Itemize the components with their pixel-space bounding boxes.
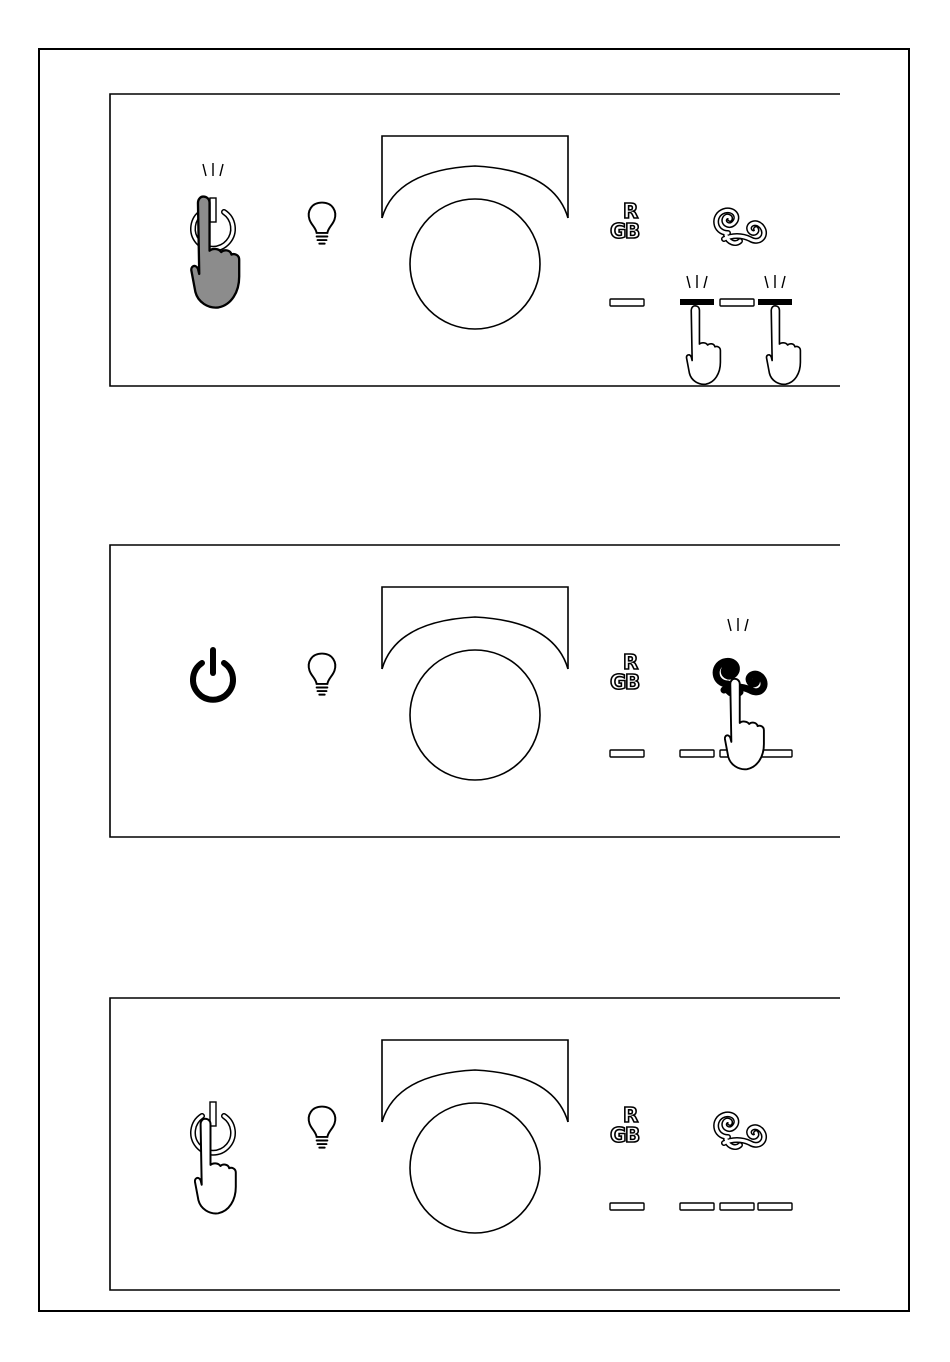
fan-level-bar-1 bbox=[680, 1203, 714, 1210]
knob-dial bbox=[410, 1103, 540, 1233]
power-icon bbox=[193, 650, 233, 700]
rgb-level-bar bbox=[610, 750, 644, 757]
rotary-knob bbox=[382, 587, 568, 780]
bar-3-hand-icon bbox=[767, 306, 801, 384]
press-indicator bbox=[687, 275, 707, 288]
fan-level-bar-3 bbox=[758, 1203, 792, 1210]
fan-swirl-icon bbox=[716, 210, 764, 243]
press-indicator bbox=[728, 618, 748, 631]
rgb-level-bar bbox=[610, 299, 644, 306]
bulb-icon bbox=[309, 203, 336, 244]
control-panel-3: RGB bbox=[110, 998, 840, 1290]
bar-1-hand-icon bbox=[687, 306, 721, 384]
press-indicator bbox=[765, 275, 785, 288]
press-indicator bbox=[203, 163, 223, 176]
rgb-letter-b: B bbox=[625, 219, 640, 243]
rgb-letter-b: B bbox=[625, 1123, 640, 1147]
control-panel-2: RGB bbox=[110, 545, 840, 837]
rgb-icon: RGB bbox=[610, 199, 640, 243]
rgb-icon: RGB bbox=[610, 1103, 640, 1147]
rgb-letter-g: G bbox=[610, 219, 626, 243]
fan-level-bar-3 bbox=[758, 299, 792, 305]
power-icon bbox=[193, 1102, 233, 1153]
rotary-knob bbox=[382, 1040, 568, 1233]
rgb-level-bar bbox=[610, 1203, 644, 1210]
knob-dial bbox=[410, 650, 540, 780]
rotary-knob bbox=[382, 136, 568, 329]
control-panel-1: RGB bbox=[110, 94, 840, 386]
rgb-letter-g: G bbox=[610, 670, 626, 694]
bulb-icon bbox=[309, 654, 336, 695]
power-press-hand-icon bbox=[195, 1119, 236, 1214]
rgb-letter-g: G bbox=[610, 1123, 626, 1147]
fan-level-bar-1 bbox=[680, 299, 714, 305]
fan-level-bar-2 bbox=[720, 1203, 754, 1210]
fan-level-bar-1 bbox=[680, 750, 714, 757]
fan-level-bar-2 bbox=[720, 299, 754, 306]
bulb-icon bbox=[309, 1107, 336, 1148]
fan-swirl-icon bbox=[716, 1114, 764, 1147]
rgb-icon: RGB bbox=[610, 650, 640, 694]
rgb-letter-b: B bbox=[625, 670, 640, 694]
knob-dial bbox=[410, 199, 540, 329]
